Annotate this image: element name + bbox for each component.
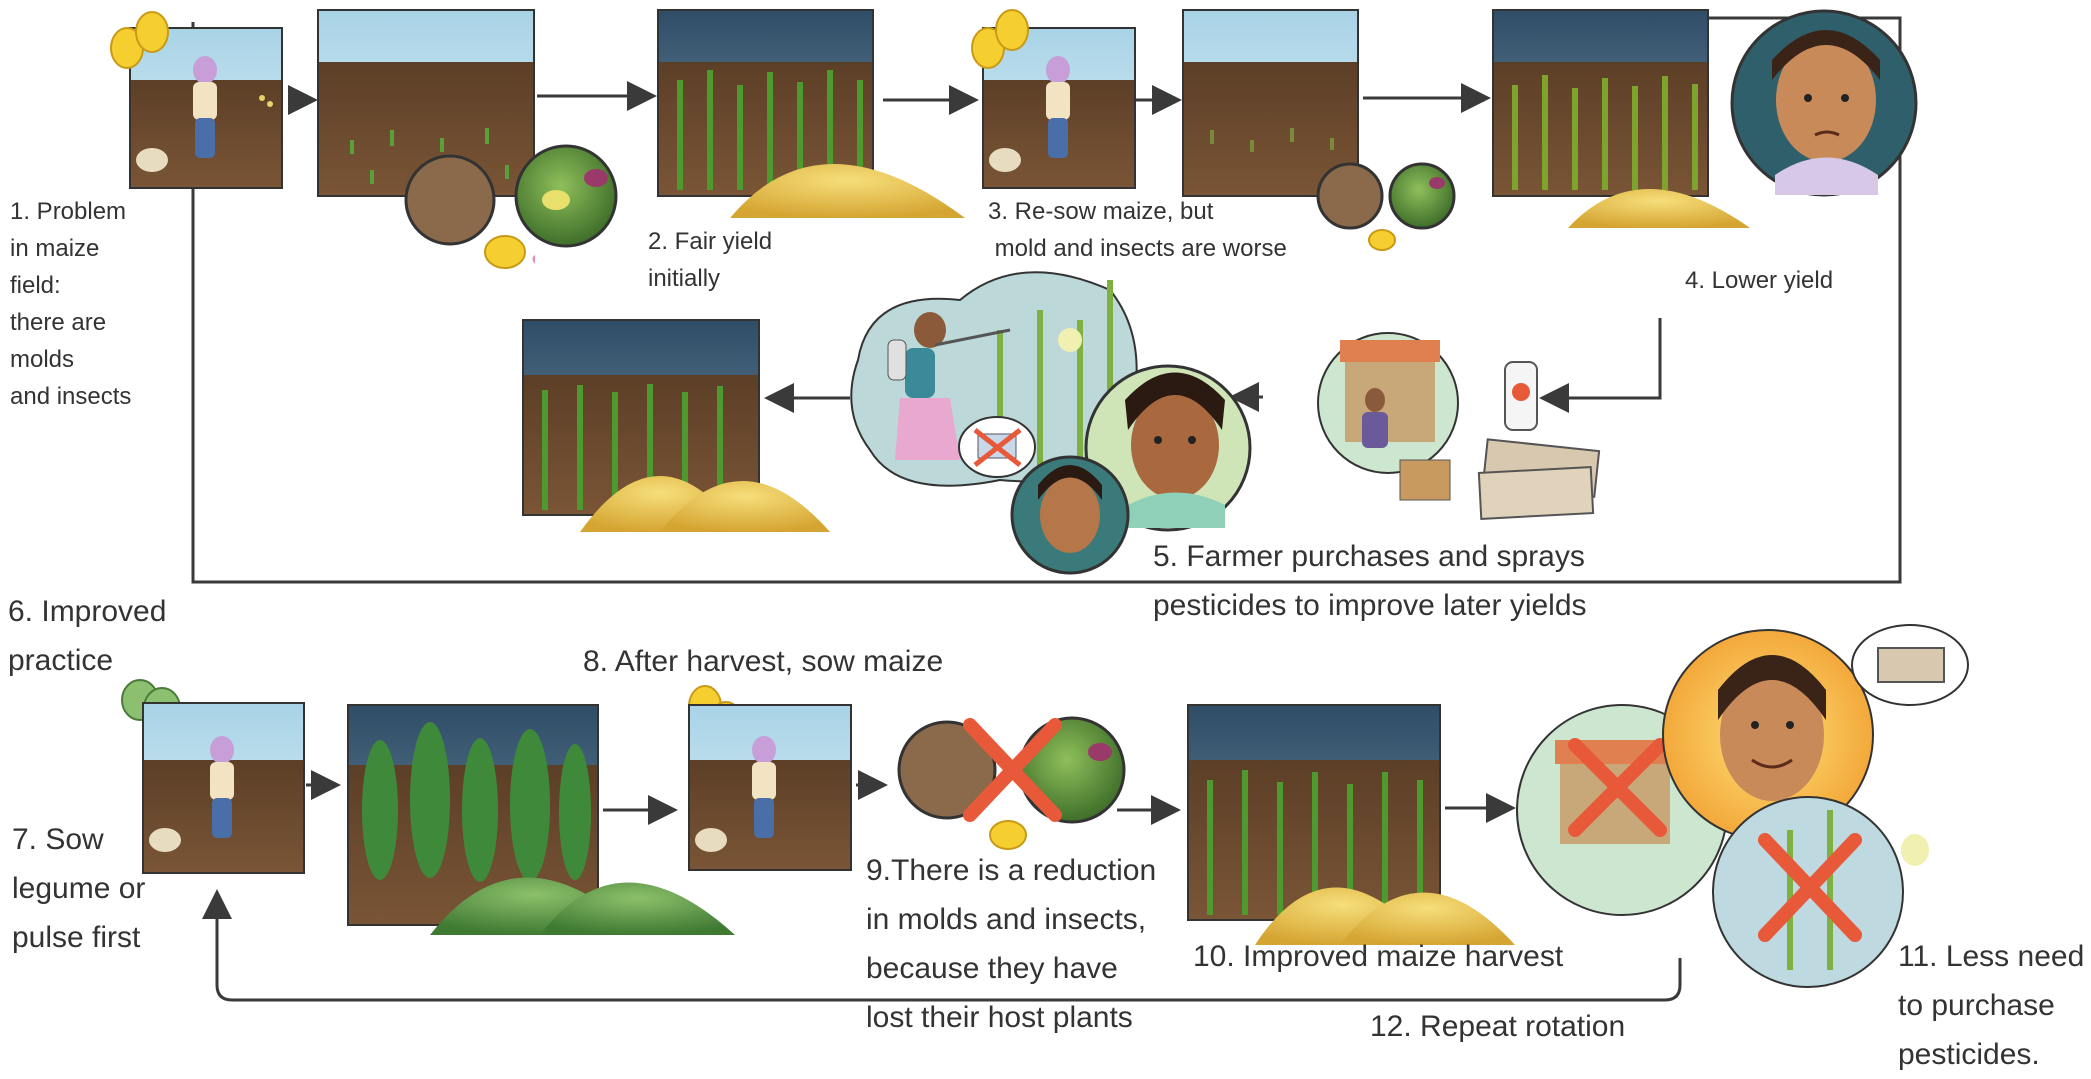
panel-farmer-sowing-1 [129,27,283,189]
step9-label: 9.There is a reduction in molds and inse… [866,854,1157,1034]
step8-label: 8. After harvest, sow maize [583,645,944,678]
young-girl-portrait [1010,455,1130,575]
step2-label: 2. Fair yield initially [648,228,773,292]
happy-farmer-scene [1516,629,1929,988]
panel-farmer-sowing-3 [982,27,1136,189]
shop-scene [1317,332,1459,501]
reduced-mold-insect-bubbles [897,716,1126,850]
step10-label: 10. Improved maize harvest [1193,940,1564,973]
step1-label: 1. Problem in maize field: there are mol… [10,198,132,410]
step6-label: 6. Improved practice [8,595,167,677]
panel-maize-lower-yield [1492,9,1750,228]
panel-seedlings [317,9,535,197]
sad-farmer-portrait [1730,9,1918,197]
step11-label: 11. Less need to purchase pesticides. [1898,940,2085,1071]
worried-farmer-portrait [1084,364,1252,532]
mold-insect-bubbles-1 [404,144,618,269]
panel-sprayed-maize-harvest [522,319,830,532]
step5-label: 5. Farmer purchases and sprays pesticide… [1153,540,1587,622]
row3-arrows [306,770,1516,825]
step12-label: 12. Repeat rotation [1370,1010,1626,1043]
seed-icon [971,9,1029,69]
seed-icon [110,11,169,69]
panel-legume-crop [347,704,735,935]
thought-bubble-no-money [958,416,1036,478]
panel-farmer-sowing-legume [142,702,305,874]
pesticide-and-money [1477,361,1601,520]
step3-label: 3. Re-sow maize, but mold and insects ar… [988,198,1287,262]
step7-label: 7. Sow legume or pulse first [12,823,146,954]
thought-bubble-money [1851,624,1969,706]
panel-maize-fair-yield [657,9,965,218]
step4-label: 4. Lower yield [1685,267,1834,294]
panel-farmer-sowing-maize [688,704,852,871]
panel-improved-maize-harvest [1187,704,1515,945]
spraying-scene [850,271,1138,487]
row1-arrows [288,81,1491,413]
mold-insect-bubbles-3 [1316,162,1456,251]
repeat-rotation-arrow [202,889,1682,1002]
